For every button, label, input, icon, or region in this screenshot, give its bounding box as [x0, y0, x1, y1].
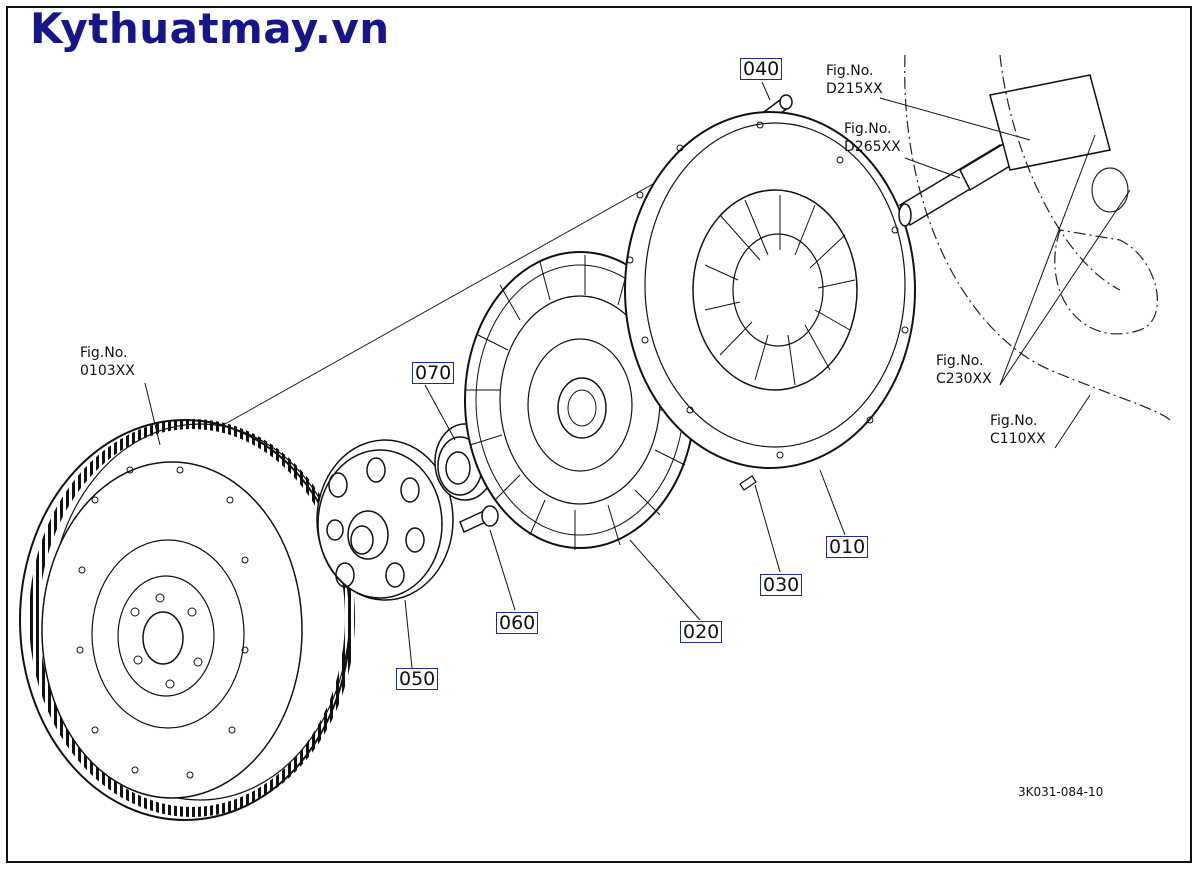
hub-050-part	[316, 439, 454, 601]
ref-d265-code: D265XX	[844, 139, 901, 155]
pin-030-part	[739, 475, 757, 491]
callout-010: 010	[826, 536, 869, 558]
flywheel-part	[19, 419, 355, 821]
callout-040: 040	[740, 58, 783, 80]
drawing-frame	[6, 6, 1192, 863]
ref-d215: Fig.No. D215XX	[826, 62, 883, 98]
ref-c110-label: Fig.No.	[990, 413, 1038, 429]
ref-0103: Fig.No. 0103XX	[80, 344, 135, 380]
ref-c110-code: C110XX	[990, 431, 1046, 447]
leader-lines	[144, 81, 1131, 669]
callout-020: 020	[680, 621, 723, 643]
ref-d265: Fig.No. D265XX	[844, 120, 901, 156]
bolt-060-part	[459, 505, 499, 534]
clutch-housing-part	[904, 54, 1171, 421]
ref-0103-code: 0103XX	[80, 363, 135, 379]
ref-c230: Fig.No. C230XX	[936, 352, 992, 388]
ref-d215-label: Fig.No.	[826, 63, 874, 79]
callout-070: 070	[412, 362, 455, 384]
input-shaft-part	[898, 74, 1111, 227]
callout-050: 050	[396, 668, 439, 690]
brand-title: Kythuatmay.vn	[30, 4, 390, 53]
ref-d265-label: Fig.No.	[844, 121, 892, 137]
drawing-code: 3K031-084-10	[1018, 785, 1104, 799]
ref-c230-label: Fig.No.	[936, 353, 984, 369]
callout-030: 030	[760, 574, 803, 596]
pressure-plate-010-part	[624, 111, 916, 469]
ref-d215-code: D215XX	[826, 81, 883, 97]
ref-c230-code: C230XX	[936, 371, 992, 387]
ref-0103-label: Fig.No.	[80, 345, 128, 361]
callout-060: 060	[496, 612, 539, 634]
ref-c110: Fig.No. C110XX	[990, 412, 1046, 448]
